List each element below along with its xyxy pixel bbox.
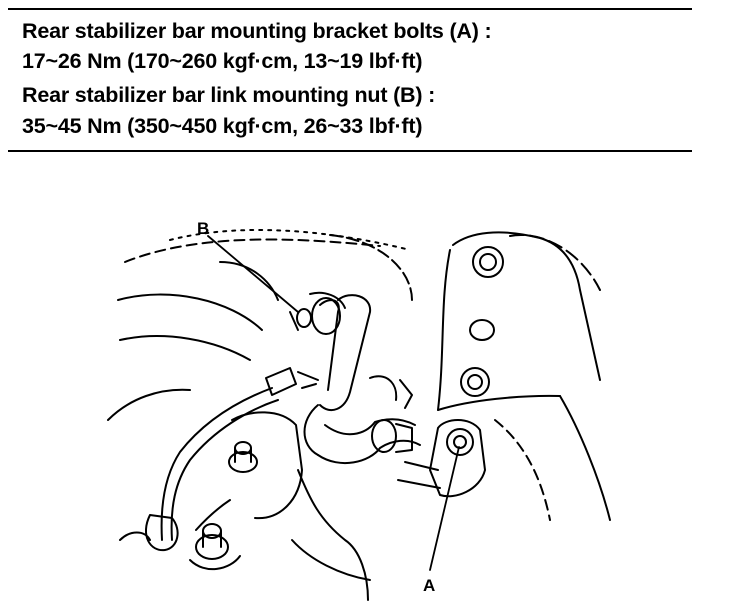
- top-rule: [8, 8, 692, 10]
- stabilizer-link: [289, 291, 372, 456]
- callout-b-label: B: [197, 219, 209, 238]
- bracket-a: [397, 419, 486, 498]
- suspension-arm: [437, 231, 611, 521]
- torque-spec-box: Rear stabilizer bar mounting bracket bol…: [8, 8, 692, 152]
- body-panel: [107, 228, 413, 421]
- callout-a-label: A: [423, 576, 435, 595]
- stabilizer-bar: [317, 375, 421, 464]
- spec-link-nut-label: Rear stabilizer bar link mounting nut (B…: [22, 83, 436, 107]
- bottom-rule: [8, 150, 692, 152]
- spec-link-nut-torque: 35~45 Nm (350~450 kgf·cm, 26~33 lbf·ft): [22, 114, 423, 138]
- spec-bracket-bolts-torque: 17~26 Nm (170~260 kgf·cm, 13~19 lbf·ft): [22, 49, 423, 73]
- callout-a: A: [423, 446, 460, 595]
- callout-b: B: [197, 219, 299, 313]
- spec-bracket-bolts-label: Rear stabilizer bar mounting bracket bol…: [22, 19, 492, 43]
- knuckle: [189, 411, 371, 601]
- brake-hose: [119, 367, 319, 552]
